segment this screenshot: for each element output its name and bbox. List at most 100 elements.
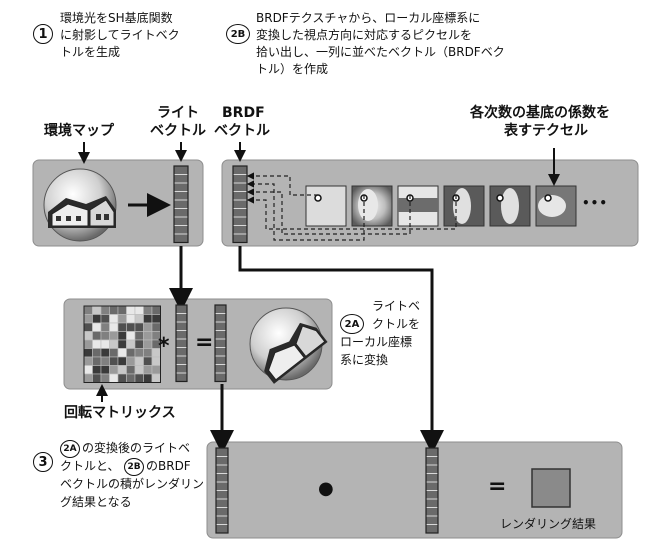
light-vector-label-1: ライト [157,105,199,121]
matrix-cell [100,314,110,324]
vector-cell [173,165,189,175]
vector-cell [232,208,248,218]
matrix-cell [117,356,127,366]
matrix-cell [109,331,119,341]
matrix-cell [100,305,110,315]
vector-cell [215,498,229,508]
rotation-matrix-label: 回転マトリックス [64,405,176,421]
vector-cell [215,456,229,466]
matrix-cell [126,365,136,375]
matrix-cell [134,305,144,315]
vector-cell [175,355,188,365]
vector-cell [175,304,188,314]
vector-cell [425,456,439,466]
vector-cell [425,481,439,491]
step-3-ref-2a: 2A [60,440,80,458]
rotated-light-vector [214,304,227,383]
matrix-cell [109,305,119,315]
vector-cell [173,191,189,201]
vector-cell [214,338,227,348]
vector-cell [232,225,248,235]
matrix-cell [143,373,153,383]
equals-symbol-middle: = [195,330,214,355]
vector-cell [215,515,229,525]
matrix-cell [134,348,144,358]
step-3-line-4: グ結果となる [60,495,132,509]
matrix-cell [92,356,102,366]
vector-cell [215,447,229,457]
step-3-ref-2b: 2B [124,458,144,476]
lookup-dashed-lines [246,172,457,241]
matrix-cell [92,331,102,341]
matrix-cell [92,373,102,383]
vector-cell [215,507,229,517]
vector-cell [214,355,227,365]
matrix-cell [134,356,144,366]
matrix-cell [117,331,127,341]
step-2a-line-2: クトルを [372,317,421,331]
step-3-line-3: ベクトルの積がレンダリン [60,477,205,491]
vector-cell [175,364,188,374]
matrix-cell [92,322,102,332]
result-panel [206,441,623,539]
matrix-cell [117,365,127,375]
step-1-line-3: トルを生成 [60,45,121,59]
vector-cell [425,498,439,508]
vector-cell [215,481,229,491]
step-2b-line-1: BRDFテクスチャから、ローカル座標系に [256,11,481,25]
light-vector-middle [175,304,188,383]
matrix-cell [117,314,127,324]
coeff-texels-label-2: 表すテクセル [504,123,588,139]
matrix-cell [151,365,161,375]
matrix-cell [83,373,93,383]
matrix-cell [109,322,119,332]
vector-cell [173,182,189,192]
matrix-cell [143,339,153,349]
brdf-texels [305,185,577,227]
vector-cell [232,165,248,175]
matrix-cell [126,339,136,349]
matrix-cell [83,322,93,332]
coeff-texels-label-1: 各次数の基底の係数を [470,105,610,121]
vector-cell [425,464,439,474]
vector-cell [173,174,189,184]
matrix-cell [117,348,127,358]
vector-cell [214,330,227,340]
matrix-cell [83,339,93,349]
matrix-cell [83,314,93,324]
vector-cell [425,524,439,534]
matrix-cell [134,365,144,375]
vector-cell [173,225,189,235]
matrix-cell [143,322,153,332]
step-3-line-2b: のBRDF [146,459,191,473]
matrix-cell [83,365,93,375]
matrix-cell [126,356,136,366]
vector-cell [232,216,248,226]
render-result-label: レンダリング結果 [500,517,597,531]
matrix-cell [100,348,110,358]
vector-cell [175,330,188,340]
vector-cell [175,338,188,348]
matrix-cell [143,365,153,375]
step-2b-line-4: トル）を作成 [256,62,329,76]
matrix-cell [143,314,153,324]
vector-cell [214,321,227,331]
matrix-cell [109,373,119,383]
matrix-cell [143,305,153,315]
matrix-cell [92,339,102,349]
vector-cell [215,464,229,474]
matrix-cell [134,373,144,383]
matrix-cell [100,331,110,341]
matrix-cell [151,373,161,383]
vector-cell [173,208,189,218]
matrix-cell [83,331,93,341]
vector-cell [425,490,439,500]
step-2a-line-4: 系に変換 [340,353,389,367]
step-2a-line-1: ライトベ [372,299,421,313]
matrix-cell [109,356,119,366]
matrix-cell [83,305,93,315]
matrix-cell [126,348,136,358]
step-2b-line-2: 変換した視点方向に対応するピクセルを [256,28,473,42]
rotation-matrix-grid [83,305,161,383]
